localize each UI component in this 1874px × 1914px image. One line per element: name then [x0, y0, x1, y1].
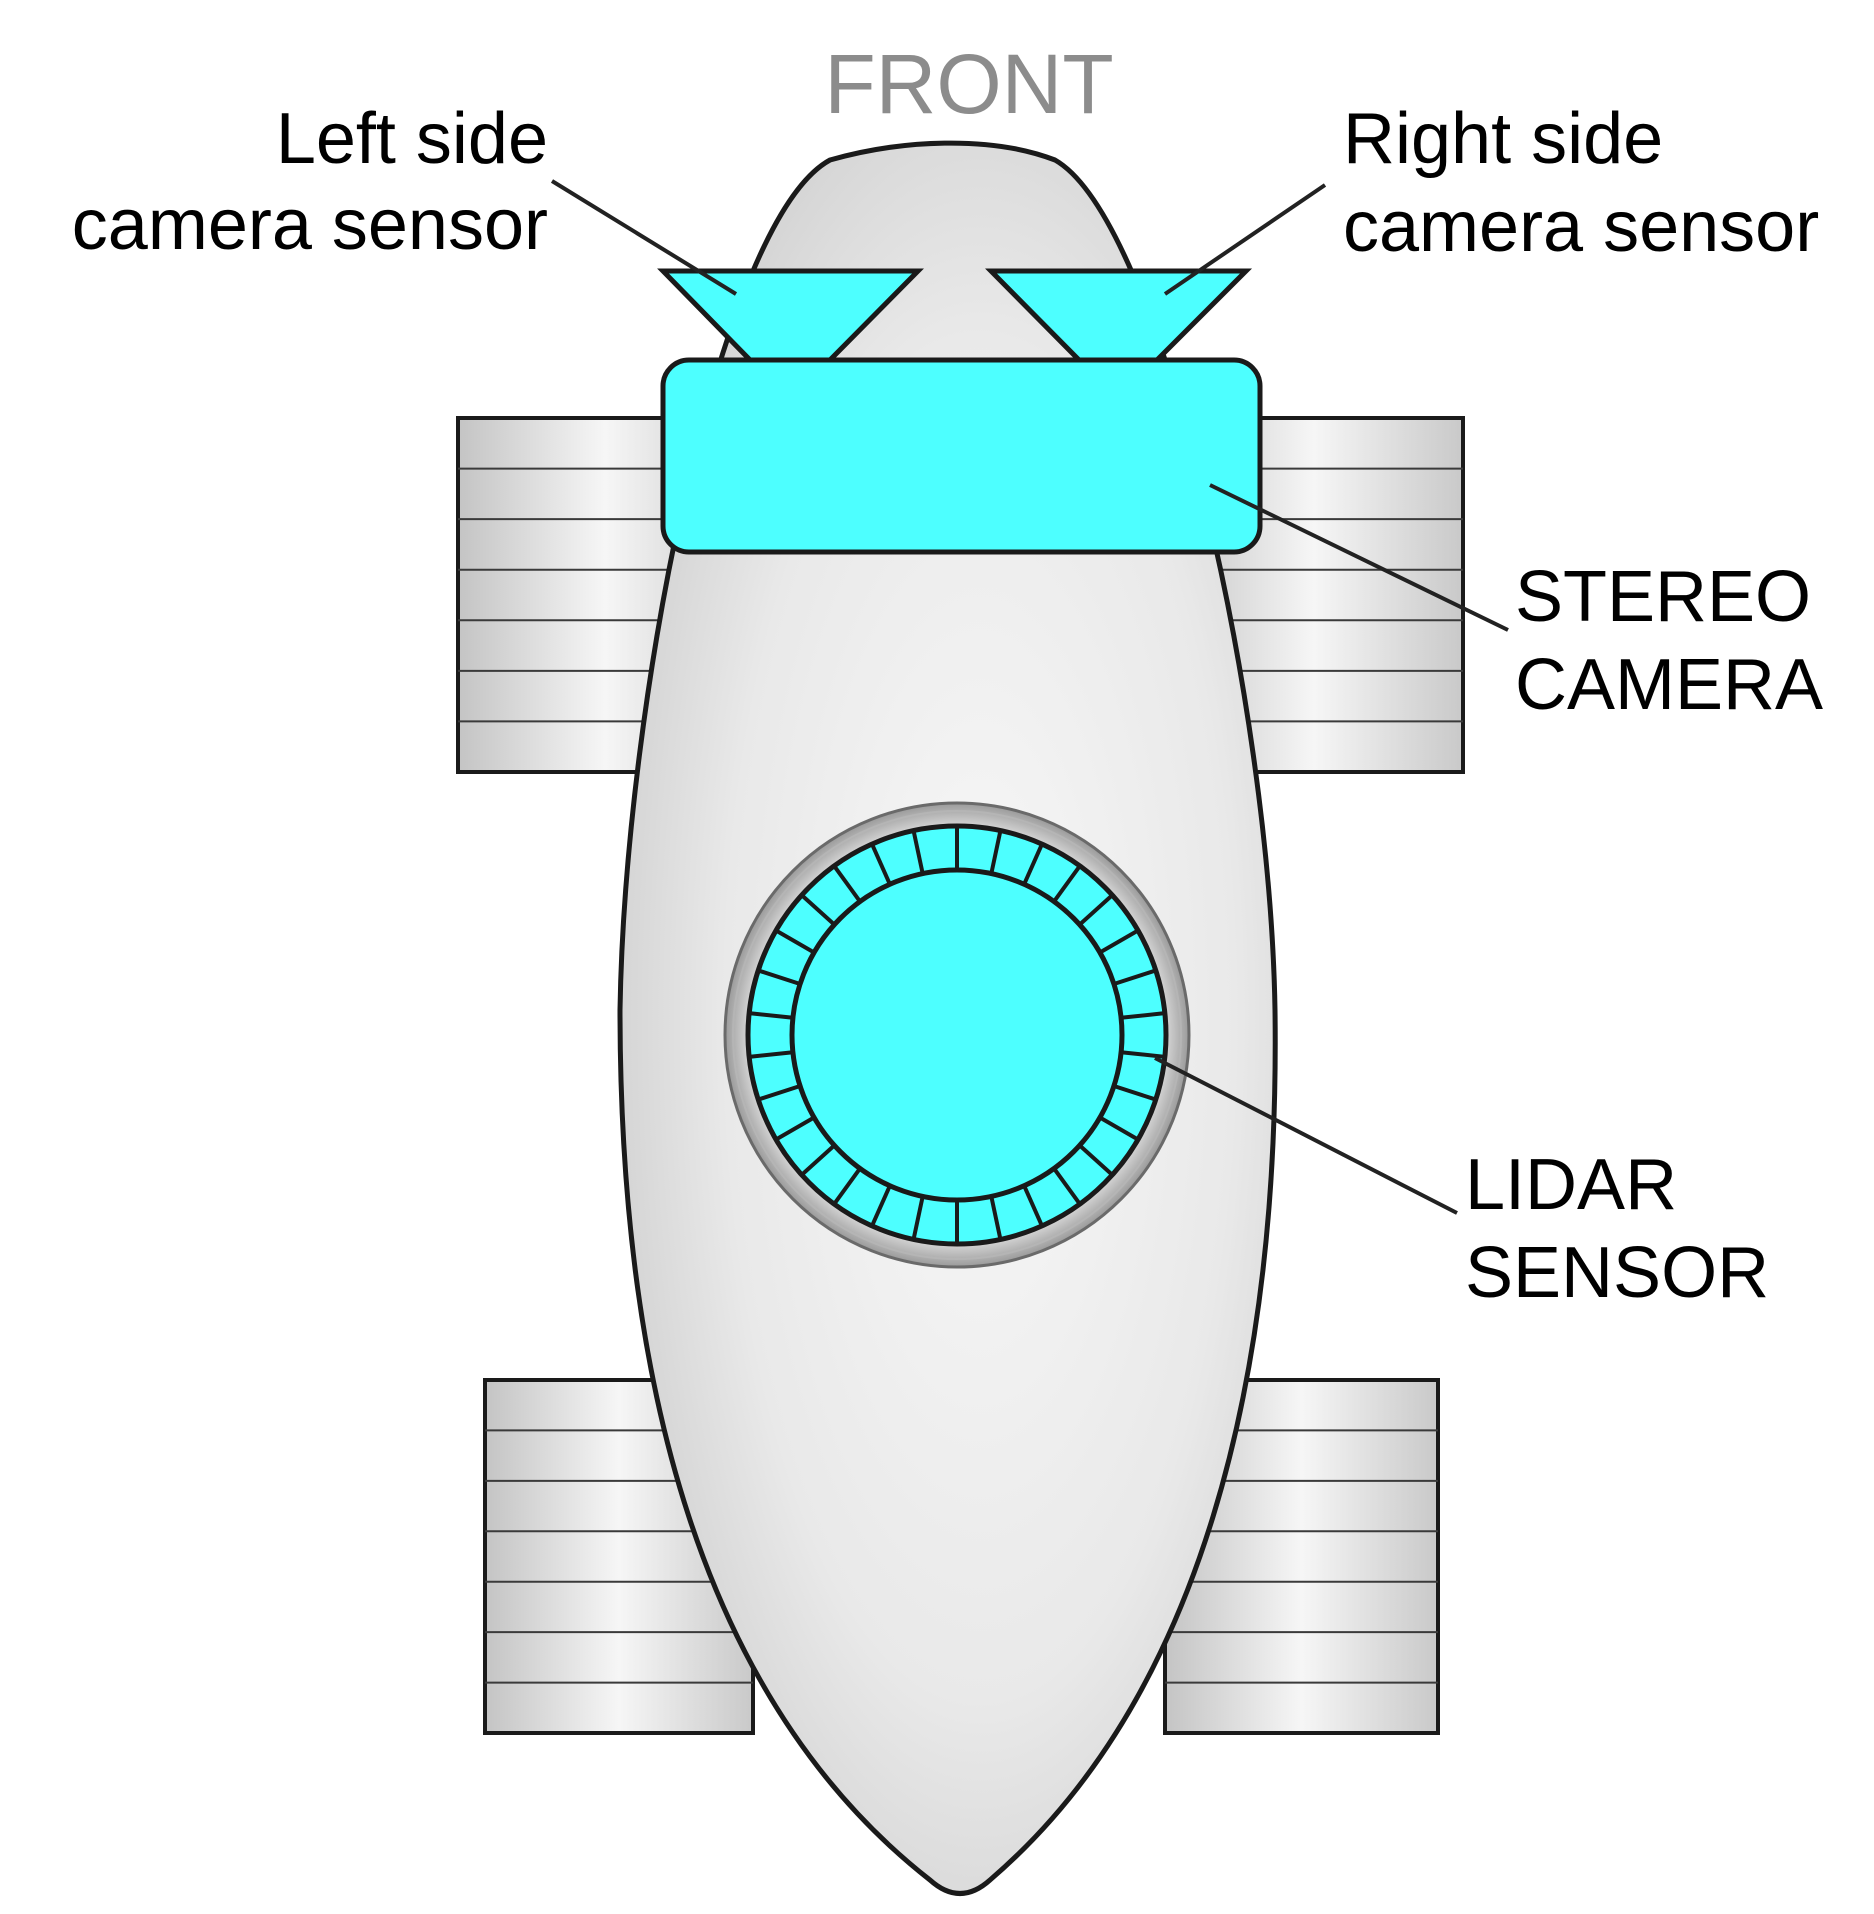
lidar-segment-divider	[989, 1195, 1003, 1240]
lidar-segment-divider	[1120, 1050, 1166, 1059]
lidar-segment-divider	[1052, 864, 1082, 903]
right-camera-label-line2: camera sensor	[1343, 187, 1819, 267]
lidar-segment-divider	[911, 830, 925, 875]
right-camera-leader-line	[1163, 183, 1327, 296]
lidar-leader-line	[1154, 1056, 1458, 1215]
lidar-segment-divider	[989, 830, 1003, 875]
lidar-segment-divider	[1113, 968, 1157, 986]
lidar-segment-divider	[1120, 1011, 1166, 1020]
lidar-label-line2: SENSOR	[1465, 1233, 1769, 1313]
front-label: FRONT	[824, 37, 1113, 131]
left-camera-label-line2: camera sensor	[72, 185, 548, 265]
lidar-segment-divider	[748, 1011, 794, 1020]
stereo-camera-label-line1: STEREO	[1515, 557, 1811, 637]
lidar-segment-divider	[870, 843, 892, 886]
lidar-segment-divider	[775, 1115, 816, 1142]
lidar-segment-divider	[1078, 1143, 1114, 1177]
lidar-segment-divider	[757, 1084, 801, 1102]
lidar-segment-divider	[1113, 1084, 1157, 1102]
lidar-segment-divider	[832, 864, 862, 903]
lidar-segment-divider	[775, 928, 816, 955]
stereo-camera	[660, 357, 1263, 555]
left-camera-label-line1: Left side	[276, 99, 548, 179]
lidar-segment-divider	[832, 1167, 862, 1206]
lidar-segment-divider	[800, 1143, 836, 1177]
left-camera-leader-line	[550, 179, 738, 296]
lidar-segment-divider	[1078, 893, 1114, 927]
lidar-segment-divider	[911, 1195, 925, 1240]
stereo-camera-label-line2: CAMERA	[1515, 645, 1823, 725]
lidar-segment-divider	[748, 1050, 794, 1059]
stereo-camera-leader-line	[1209, 483, 1509, 632]
lidar-segment-divider	[1052, 1167, 1082, 1206]
lidar-segment-divider	[1022, 843, 1044, 886]
lidar-segment-divider	[757, 968, 801, 986]
lidar-segment-dividers	[748, 826, 1166, 1244]
lidar-segment-divider	[870, 1184, 892, 1227]
right-camera-label-line1: Right side	[1343, 99, 1663, 179]
lidar-segment-divider	[1098, 1115, 1139, 1142]
lidar-segment-divider	[1098, 928, 1139, 955]
lidar-segment-divider	[800, 893, 836, 927]
lidar-label-line1: LIDAR	[1465, 1145, 1677, 1225]
lidar-sensor	[723, 801, 1191, 1269]
lidar-segment-divider	[1022, 1184, 1044, 1227]
